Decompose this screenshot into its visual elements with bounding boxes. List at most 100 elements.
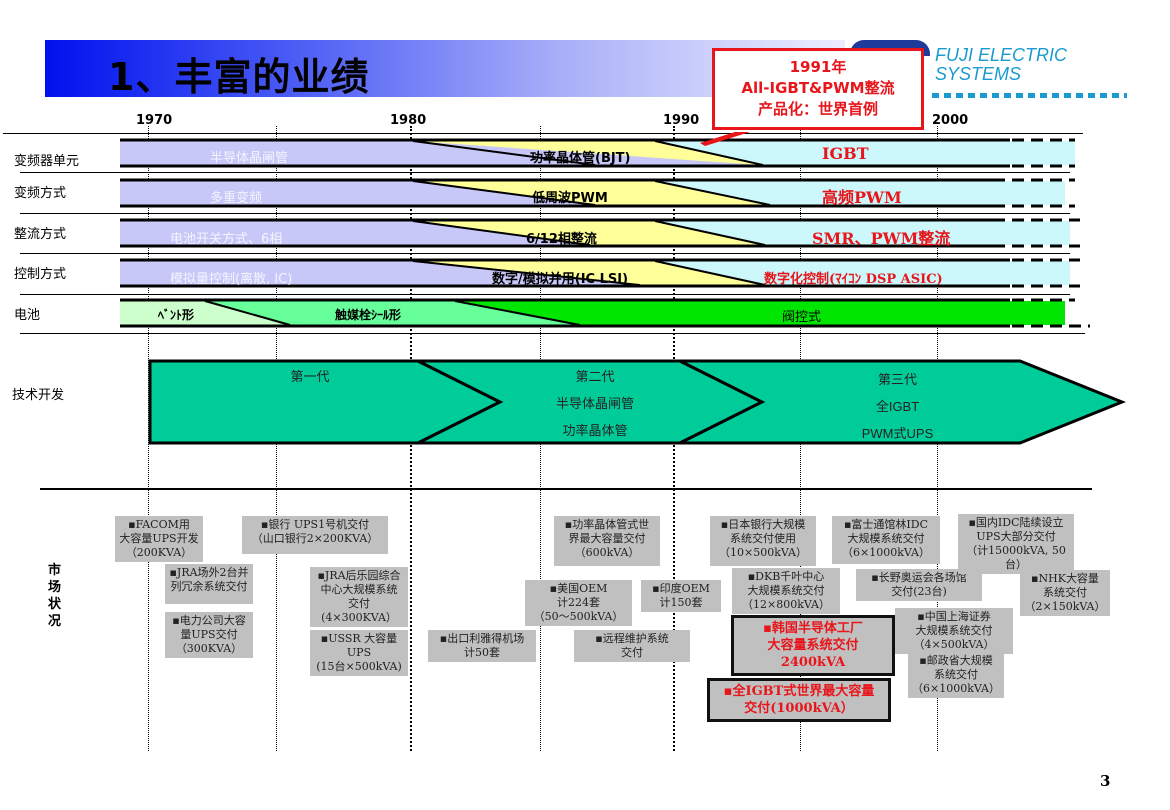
phase-3-band	[655, 141, 1075, 165]
callout-box: 1991年 All-IGBT&PWM整流 产品化：世界首例	[712, 48, 924, 130]
logo-line-2: SYSTEMS	[935, 64, 1022, 84]
milestone-line: 计50套	[464, 646, 500, 659]
milestone-line: ▪功率晶体管式世	[564, 518, 650, 531]
technology-rows	[120, 132, 1090, 328]
market-milestone: ▪USSR 大容量UPS(15台×500kVA)	[310, 630, 408, 676]
row-battery	[120, 298, 1065, 328]
milestone-line: 量UPS交付	[180, 628, 238, 641]
callout-pointer	[700, 132, 750, 146]
generation-1-text: 第一代	[250, 364, 370, 391]
milestone-line: （计15000kVA, 50台）	[966, 544, 1066, 571]
milestone-line: （200KVA）	[125, 546, 193, 559]
milestone-line: ▪美国OEM	[549, 582, 608, 595]
row-rectifier-method	[120, 218, 1070, 248]
generation-arrows	[148, 359, 1127, 445]
generation-3-arrow	[679, 359, 1127, 445]
milestone-line: 交付(23台)	[891, 585, 947, 598]
market-milestone: ▪DKB千叶中心大规模系统交付（12×800kVA）	[732, 568, 840, 614]
market-milestone: ▪FACOM用大容量UPS开发（200KVA）	[115, 516, 203, 562]
row-label: 整流方式	[14, 227, 67, 242]
milestone-line: 大规模系统交付	[847, 532, 925, 545]
company-logo: FUJI ELECTRIC SYSTEMS	[935, 46, 1067, 84]
milestone-line: （50～500kVA）	[533, 610, 624, 623]
phase-label: SMR、PWM整流	[812, 229, 951, 248]
milestone-line: ▪长野奥运会各场馆	[871, 571, 967, 584]
row-label: 电池	[14, 308, 41, 323]
milestone-line: 计150套	[659, 596, 703, 609]
row-control-method	[120, 258, 1070, 288]
phase-label: 半导体晶闸管	[210, 151, 289, 166]
milestone-line: (15台×500kVA)	[316, 660, 402, 673]
milestone-line: ▪全IGBT式世界最大容量	[723, 684, 875, 699]
milestone-line: （6×1000kVA）	[841, 546, 931, 559]
market-milestone: ▪出口利雅得机场计50套	[428, 630, 536, 662]
milestone-line: ▪银行 UPS1号机交付	[260, 518, 370, 531]
row-separator	[20, 253, 1070, 254]
phase-label: ﾍﾞﾝﾄ形	[158, 308, 195, 322]
milestone-line: 交付(4×300KVA）	[321, 597, 397, 624]
generation-3-text: 第三代 全IGBT PWM式UPS	[835, 366, 960, 447]
market-separator	[40, 488, 1092, 490]
phase-label: 功率晶体管(BJT)	[530, 151, 631, 166]
milestone-line: ▪USSR 大容量UPS	[320, 632, 398, 659]
page-title: 1、丰富的业绩	[108, 55, 370, 99]
milestone-line: ▪中国上海证券	[917, 610, 991, 623]
milestone-line: 2400kVA	[780, 655, 846, 670]
phase-label: 多重变频	[210, 191, 263, 206]
generation-line: 功率晶体管	[562, 424, 628, 439]
milestone-line: ▪DKB千叶中心	[747, 570, 825, 583]
milestone-line: ▪国内IDC陆续设立	[968, 516, 1064, 529]
phase-label: IGBT	[822, 144, 869, 163]
milestone-line: （6×1000kVA）	[911, 682, 1001, 695]
milestone-line: ▪出口利雅得机场	[439, 632, 525, 645]
phase-label: 6/12相整流	[526, 232, 597, 247]
milestone-line: （12×800kVA）	[741, 598, 831, 611]
milestone-line: ▪电力公司大容	[172, 614, 246, 627]
generation-2-text: 第二代 半导体晶闸管 功率晶体管	[525, 364, 665, 445]
generation-line: PWM式UPS	[861, 426, 934, 441]
milestone-line: ▪富士通馆林IDC	[843, 518, 929, 531]
phase-label: 数字/模拟并用(IC LSI)	[492, 272, 629, 287]
milestone-line: （600kVA）	[574, 546, 640, 559]
milestone-line: ▪FACOM用	[128, 518, 190, 531]
milestone-line: 系统交付	[934, 668, 978, 681]
milestone-line: 列冗余系统交付	[170, 580, 248, 593]
row-label: 控制方式	[14, 267, 67, 282]
market-milestone: ▪中国上海证券大规模系统交付（4×500kVA）	[895, 608, 1013, 654]
year-label: 1970	[136, 113, 173, 128]
market-milestone: ▪银行 UPS1号机交付（山口银行2×200KVA）	[242, 516, 388, 554]
market-milestone: ▪JRA后乐园综合中心大规模系统交付(4×300KVA）	[310, 567, 408, 627]
title-banner	[45, 40, 845, 97]
milestone-line: 界最大容量交付	[568, 532, 646, 545]
phase-label: 高频PWM	[822, 188, 902, 207]
row-separator	[20, 294, 1070, 295]
year-label: 1980	[390, 113, 427, 128]
milestone-line: ▪远程维护系统	[595, 632, 669, 645]
milestone-line: 系统交付使用	[730, 532, 796, 545]
generation-line: 第二代	[575, 370, 615, 385]
market-milestone-highlight: ▪全IGBT式世界最大容量交付(1000kVA）	[707, 678, 891, 722]
future-dashes	[1012, 138, 1090, 328]
market-milestone: ▪邮政省大规模系统交付（6×1000kVA）	[908, 652, 1004, 698]
market-label: 市 场 状 况	[48, 562, 64, 630]
market-milestone: ▪长野奥运会各场馆交付(23台)	[856, 569, 982, 601]
phase-label: 低周波PWM	[532, 191, 608, 206]
market-milestone: ▪远程维护系统交付	[574, 630, 690, 662]
generation-line: 全IGBT	[875, 399, 920, 414]
milestone-line: ▪JRA后乐园综合	[317, 569, 401, 582]
milestone-line: 交付(1000kVA）	[744, 701, 854, 716]
callout-line: 产品化：世界首例	[757, 100, 878, 118]
row-label: 变频器单元	[14, 154, 80, 169]
phase-label: 数字化控制(ﾏｲｺﾝ DSP ASIC)	[764, 272, 943, 287]
page-number: 3	[1100, 772, 1111, 790]
callout-line: All-IGBT&PWM整流	[741, 79, 895, 97]
row-separator	[20, 333, 1085, 334]
milestone-line: （10×500kVA）	[718, 546, 808, 559]
row-separator	[3, 133, 1083, 134]
phase-1-band	[120, 141, 413, 165]
